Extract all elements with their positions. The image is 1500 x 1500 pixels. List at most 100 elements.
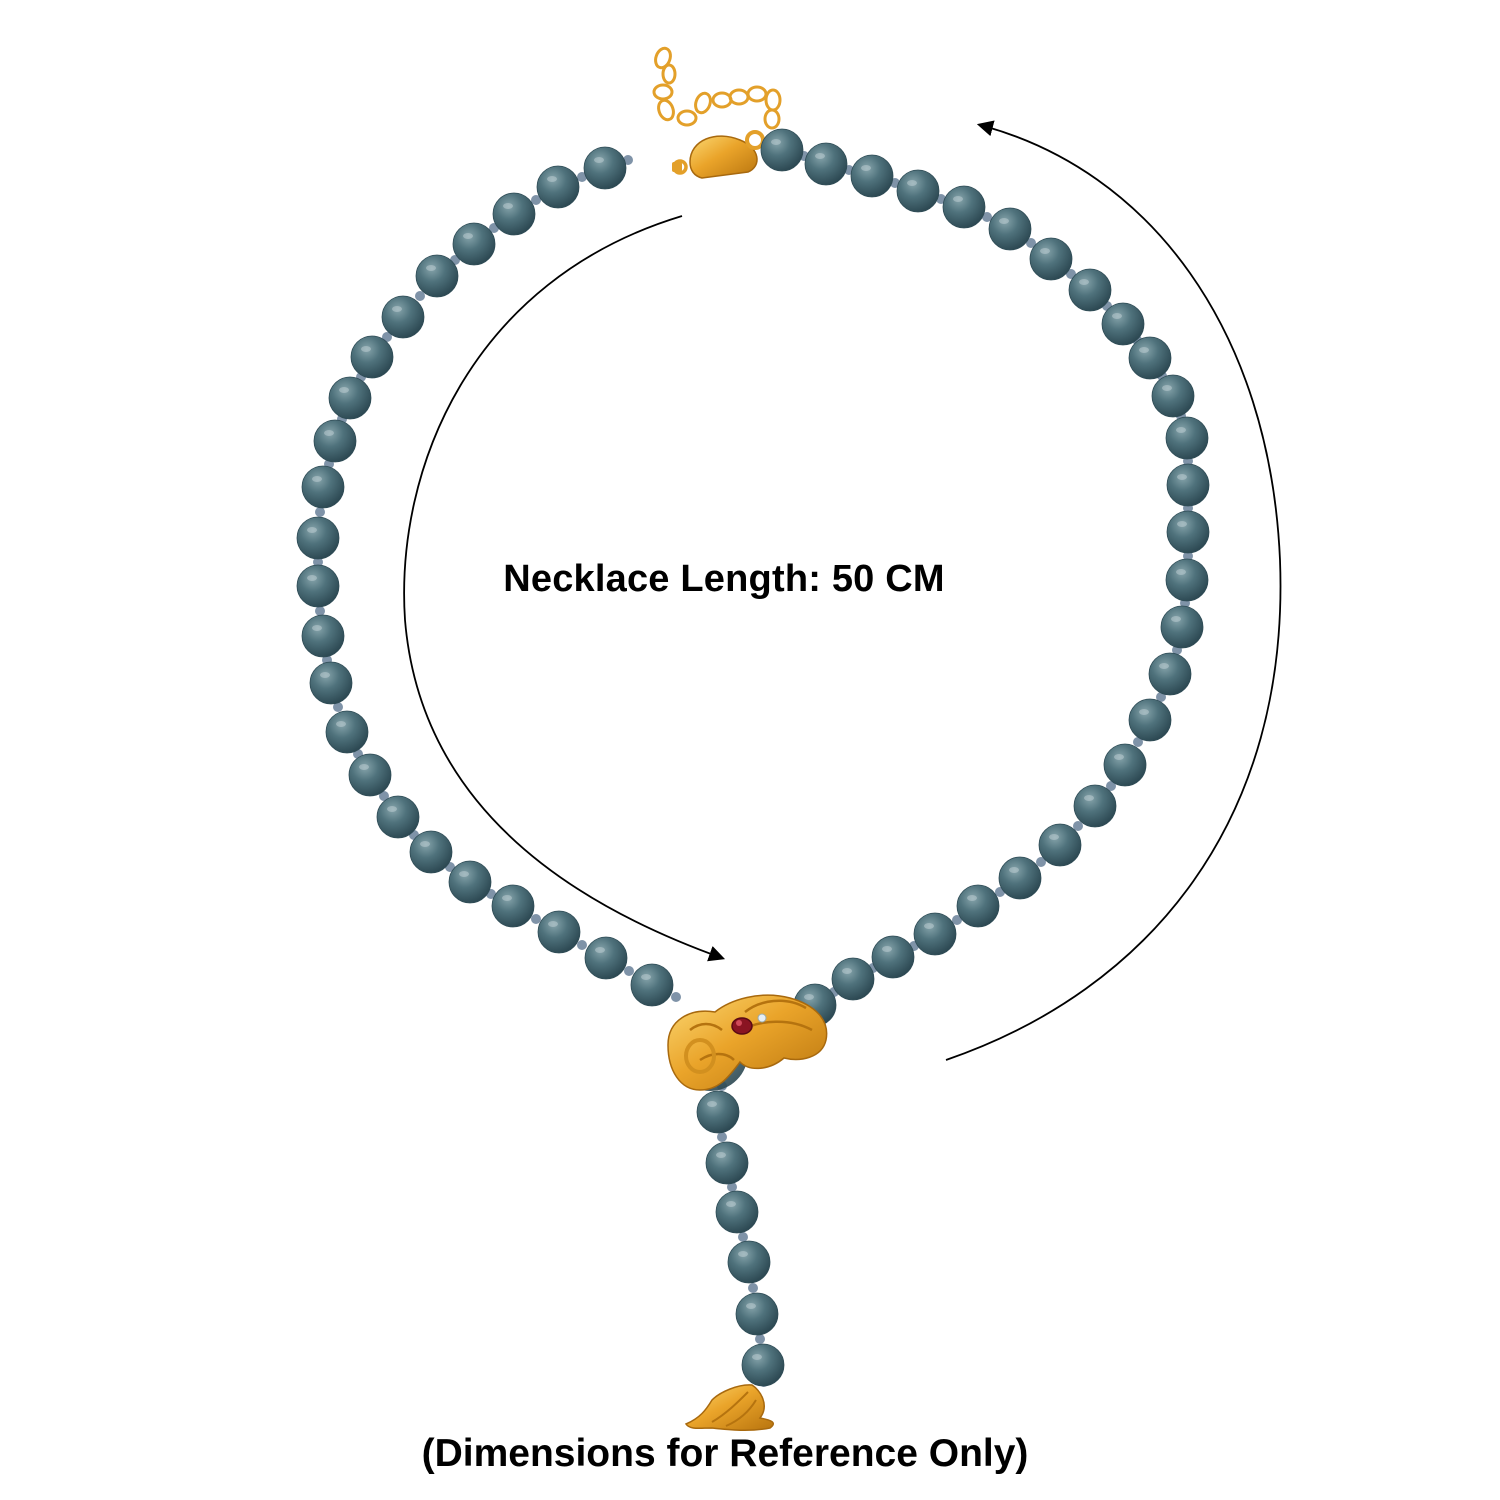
bead-highlight bbox=[339, 387, 349, 393]
jade-bead bbox=[804, 142, 848, 186]
bead-highlight bbox=[1177, 521, 1187, 527]
jade-bead bbox=[376, 795, 420, 839]
bead-highlight bbox=[726, 1201, 736, 1207]
jade-bead bbox=[301, 614, 345, 658]
jade-bead bbox=[309, 661, 353, 705]
bead-knot bbox=[1156, 692, 1166, 702]
bead-highlight bbox=[1177, 474, 1187, 480]
jade-bead bbox=[705, 1141, 749, 1185]
bead-highlight bbox=[312, 476, 322, 482]
bead-knot bbox=[982, 212, 992, 222]
bead-highlight bbox=[359, 764, 369, 770]
jade-bead bbox=[1068, 268, 1112, 312]
jade-bead bbox=[727, 1240, 771, 1284]
lobster-clasp bbox=[672, 130, 765, 179]
bead-knot bbox=[671, 992, 681, 1002]
bead-highlight bbox=[842, 968, 852, 974]
bead-knot bbox=[415, 291, 425, 301]
bead-highlight bbox=[320, 672, 330, 678]
jade-bead bbox=[381, 295, 425, 339]
bead-highlight bbox=[907, 180, 917, 186]
jade-bead bbox=[452, 222, 496, 266]
bead-highlight bbox=[1049, 834, 1059, 840]
bead-highlight bbox=[312, 625, 322, 631]
dimensions-disclaimer-text: (Dimensions for Reference Only) bbox=[421, 1432, 1029, 1475]
bead-highlight bbox=[502, 895, 512, 901]
bead-knot bbox=[333, 702, 343, 712]
jade-bead bbox=[1073, 784, 1117, 828]
bead-highlight bbox=[387, 806, 397, 812]
bead-highlight bbox=[771, 139, 781, 145]
bead-highlight bbox=[804, 994, 814, 1000]
bead-highlight bbox=[707, 1101, 717, 1107]
bead-highlight bbox=[1112, 313, 1122, 319]
bead-strand bbox=[296, 128, 1210, 1387]
bead-highlight bbox=[861, 165, 871, 171]
inner-arc-arrow bbox=[403, 215, 726, 962]
bead-highlight bbox=[738, 1251, 748, 1257]
bead-highlight bbox=[503, 203, 513, 209]
jade-bead bbox=[1148, 652, 1192, 696]
jade-bead bbox=[328, 376, 372, 420]
bead-highlight bbox=[999, 218, 1009, 224]
dragon-tail-tassel bbox=[684, 1384, 774, 1432]
jade-bead bbox=[1165, 558, 1209, 602]
outer-arc-arrow bbox=[945, 120, 1282, 1061]
jade-bead bbox=[350, 335, 394, 379]
bead-knot bbox=[315, 507, 325, 517]
bead-knot bbox=[738, 1232, 748, 1242]
jade-bead bbox=[715, 1190, 759, 1234]
jade-bead bbox=[913, 912, 957, 956]
bead-highlight bbox=[752, 1354, 762, 1360]
bead-highlight bbox=[324, 430, 334, 436]
jade-bead bbox=[760, 128, 804, 172]
bead-highlight bbox=[392, 306, 402, 312]
jade-bead bbox=[1160, 605, 1204, 649]
bead-knot bbox=[1183, 551, 1193, 561]
necklace-length-label: Necklace Length: 50 CM bbox=[0, 558, 1500, 601]
bead-highlight bbox=[307, 527, 317, 533]
bead-highlight bbox=[1079, 279, 1089, 285]
jade-bead bbox=[696, 1090, 740, 1134]
bead-highlight bbox=[716, 1152, 726, 1158]
jade-bead bbox=[301, 465, 345, 509]
jade-bead bbox=[1029, 237, 1073, 281]
bead-knot bbox=[313, 557, 323, 567]
bead-knot bbox=[748, 1283, 758, 1293]
bead-highlight bbox=[307, 575, 317, 581]
jade-bead bbox=[537, 910, 581, 954]
bead-highlight bbox=[815, 153, 825, 159]
bead-highlight bbox=[1159, 663, 1169, 669]
jade-bead bbox=[1038, 823, 1082, 867]
jade-bead bbox=[296, 516, 340, 560]
jade-bead bbox=[942, 185, 986, 229]
bead-highlight bbox=[1162, 385, 1172, 391]
bead-knot bbox=[755, 1334, 765, 1344]
bead-highlight bbox=[426, 265, 436, 271]
bead-highlight bbox=[459, 871, 469, 877]
jade-bead bbox=[1128, 698, 1172, 742]
jade-bead bbox=[313, 419, 357, 463]
jade-bead bbox=[1165, 416, 1209, 460]
jade-bead bbox=[998, 856, 1042, 900]
jade-bead bbox=[296, 564, 340, 608]
jade-bead bbox=[1128, 336, 1172, 380]
bead-highlight bbox=[595, 947, 605, 953]
jade-bead bbox=[871, 935, 915, 979]
bead-knot bbox=[1073, 821, 1083, 831]
bead-highlight bbox=[336, 721, 346, 727]
bead-highlight bbox=[548, 921, 558, 927]
jade-bead bbox=[988, 207, 1032, 251]
bead-knot bbox=[379, 791, 389, 801]
bead-knot bbox=[727, 1182, 737, 1192]
bead-knot bbox=[1133, 737, 1143, 747]
jade-bead bbox=[630, 963, 674, 1007]
jade-bead bbox=[325, 710, 369, 754]
bead-highlight bbox=[746, 1303, 756, 1309]
bead-highlight bbox=[463, 233, 473, 239]
jade-bead bbox=[348, 753, 392, 797]
bead-highlight bbox=[1171, 616, 1181, 622]
jade-bead bbox=[831, 957, 875, 1001]
bead-highlight bbox=[882, 946, 892, 952]
bead-highlight bbox=[953, 196, 963, 202]
